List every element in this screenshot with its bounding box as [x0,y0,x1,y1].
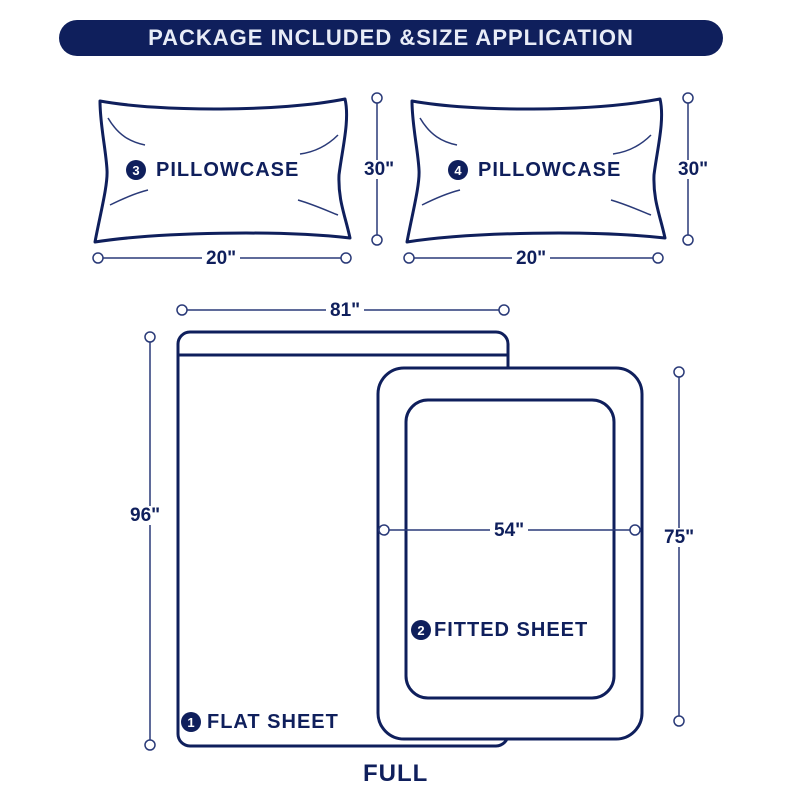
number-badge: 4 [448,160,468,180]
pillowcase-3-height: 30" [360,160,399,179]
fitted-sheet-outer-outline [376,366,644,741]
item-name: PILLOWCASE [478,159,622,181]
flat-sheet-height: 96" [126,506,165,525]
item-name: PILLOWCASE [156,159,300,181]
header-title: PACKAGE INCLUDED &SIZE APPLICATION [148,25,634,50]
pillowcase-4-outline [405,97,667,244]
item-name: FITTED SHEET [434,619,589,641]
pillowcase-4-height: 30" [674,160,713,179]
fitted-sheet-inner-outline [404,398,616,700]
item-name: FLAT SHEET [207,711,339,733]
bed-size-label: FULL [363,760,429,787]
header-banner: PACKAGE INCLUDED &SIZE APPLICATION [59,20,723,56]
pillowcase-3-label: 3 PILLOWCASE [126,160,299,180]
number-badge: 3 [126,160,146,180]
fitted-sheet-label: 2 FITTED SHEET [411,620,588,640]
pillowcase-3-outline [93,97,352,244]
flat-sheet-label: 1 FLAT SHEET [181,712,339,732]
pillowcase-4-width: 20" [512,249,551,268]
number-badge: 2 [411,620,431,640]
flat-sheet-width: 81" [326,301,365,320]
pillowcase-4-label: 4 PILLOWCASE [448,160,621,180]
fitted-sheet-height: 75" [660,528,699,547]
pillowcase-3-width: 20" [202,249,241,268]
number-badge: 1 [181,712,201,732]
fitted-sheet-width: 54" [490,521,529,540]
